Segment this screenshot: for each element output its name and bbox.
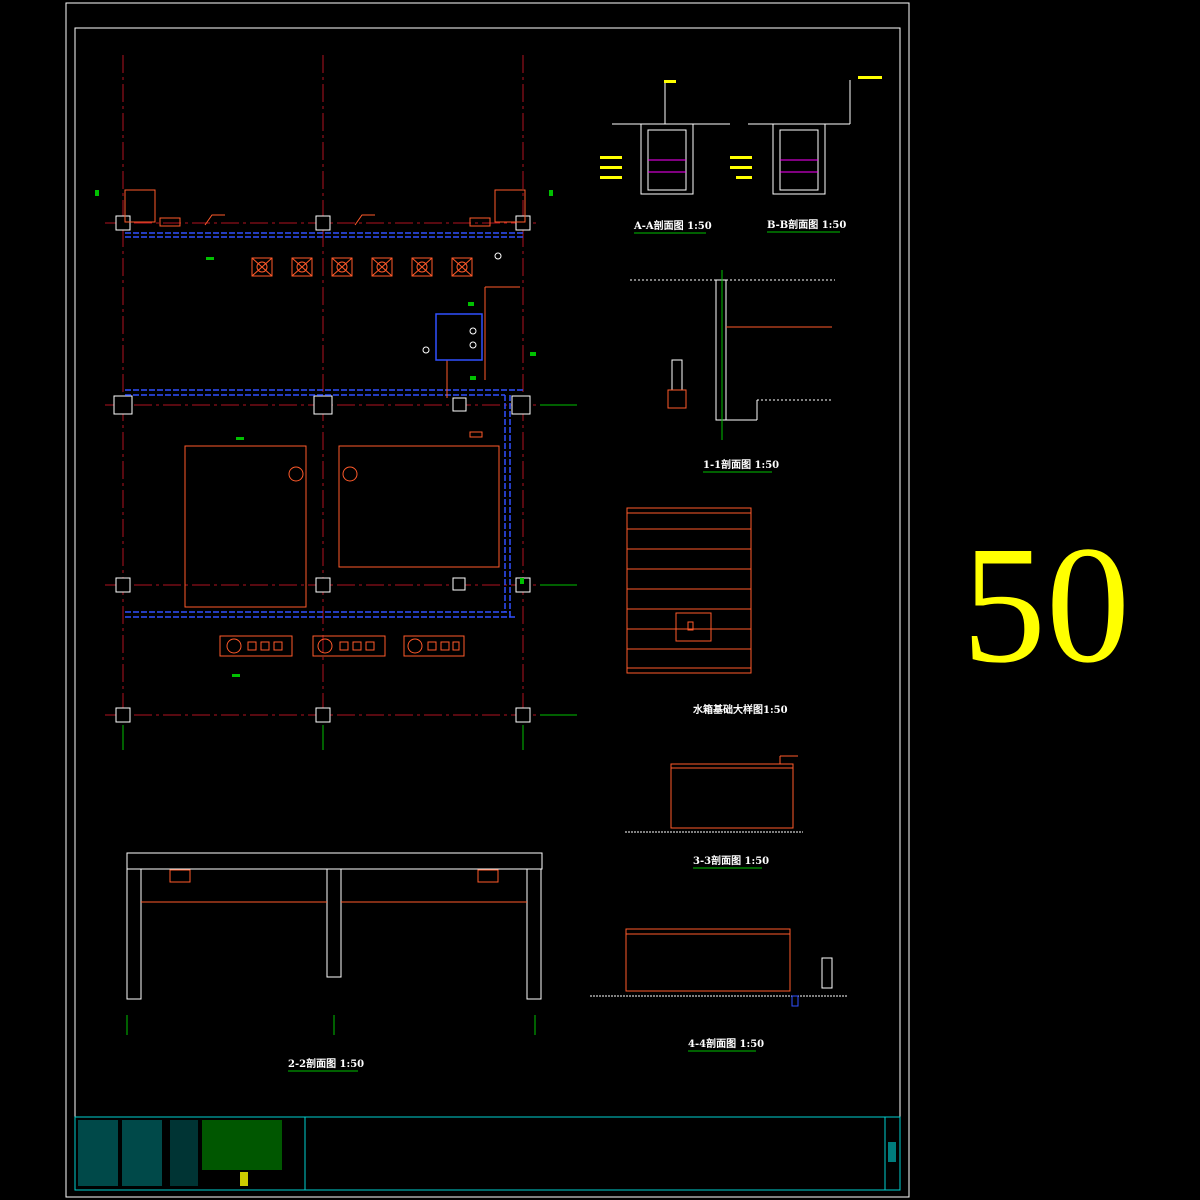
vent-box bbox=[411, 257, 433, 277]
section-aa bbox=[600, 80, 730, 195]
annotation-tag bbox=[236, 437, 244, 440]
sump-pit bbox=[435, 313, 483, 361]
column bbox=[115, 577, 131, 593]
annotation-tag bbox=[470, 376, 476, 380]
pump-base bbox=[219, 635, 293, 657]
column bbox=[515, 215, 531, 231]
section-11-title: 1-1剖面图 1:50 bbox=[703, 458, 779, 471]
column bbox=[511, 395, 531, 415]
vent-box bbox=[371, 257, 393, 277]
drain-point bbox=[494, 252, 502, 260]
page-number: 50 bbox=[962, 512, 1130, 698]
valve-box bbox=[469, 431, 483, 438]
tank-base-detail bbox=[626, 507, 752, 674]
vent-box bbox=[251, 257, 273, 277]
tank-base-title: 水箱基础大样图1:50 bbox=[692, 703, 788, 716]
vent-box bbox=[331, 257, 353, 277]
section-bb-title: B-B剖面图 1:50 bbox=[767, 218, 846, 231]
column bbox=[315, 215, 331, 231]
column bbox=[452, 397, 467, 412]
section-11 bbox=[630, 270, 835, 440]
vent-box bbox=[291, 257, 313, 277]
section-22-title: 2-2剖面图 1:50 bbox=[288, 1057, 364, 1070]
annotation-tag bbox=[520, 578, 524, 584]
pump-icon bbox=[469, 327, 477, 335]
column bbox=[515, 707, 531, 723]
section-33-title: 3-3剖面图 1:50 bbox=[693, 854, 769, 867]
valve-box bbox=[469, 217, 491, 227]
annotation-tag bbox=[549, 190, 553, 196]
annotation-tag bbox=[95, 190, 99, 196]
section-44 bbox=[590, 928, 848, 1007]
annotation-tag bbox=[468, 302, 474, 306]
pump-base bbox=[403, 635, 465, 657]
pump-base bbox=[312, 635, 386, 657]
inner-frame bbox=[74, 27, 901, 1191]
title-block bbox=[74, 1116, 901, 1191]
manhole-icon bbox=[342, 466, 358, 482]
pump-icon bbox=[469, 341, 477, 349]
annotation-tag bbox=[530, 352, 536, 356]
water-tank bbox=[184, 445, 307, 608]
leader bbox=[354, 214, 375, 226]
section-22 bbox=[126, 852, 543, 1035]
annotation-tag bbox=[206, 257, 214, 260]
plan-view bbox=[95, 55, 577, 750]
column bbox=[115, 707, 131, 723]
annotation-tag bbox=[232, 674, 240, 677]
drain-point bbox=[422, 346, 430, 354]
valve-box bbox=[159, 217, 181, 227]
wall-box bbox=[494, 189, 526, 223]
outer-frame bbox=[65, 2, 910, 1198]
column bbox=[315, 707, 331, 723]
section-44-title: 4-4剖面图 1:50 bbox=[688, 1037, 764, 1050]
section-bb bbox=[730, 76, 882, 195]
water-tank bbox=[338, 445, 500, 568]
column bbox=[115, 215, 131, 231]
wall-box bbox=[124, 189, 156, 223]
column bbox=[313, 395, 333, 415]
column bbox=[315, 577, 331, 593]
column bbox=[113, 395, 133, 415]
vent-box bbox=[451, 257, 473, 277]
section-33 bbox=[625, 755, 803, 833]
manhole-icon bbox=[288, 466, 304, 482]
leader bbox=[204, 214, 225, 226]
column bbox=[452, 577, 466, 591]
section-aa-title: A-A剖面图 1:50 bbox=[633, 219, 712, 232]
